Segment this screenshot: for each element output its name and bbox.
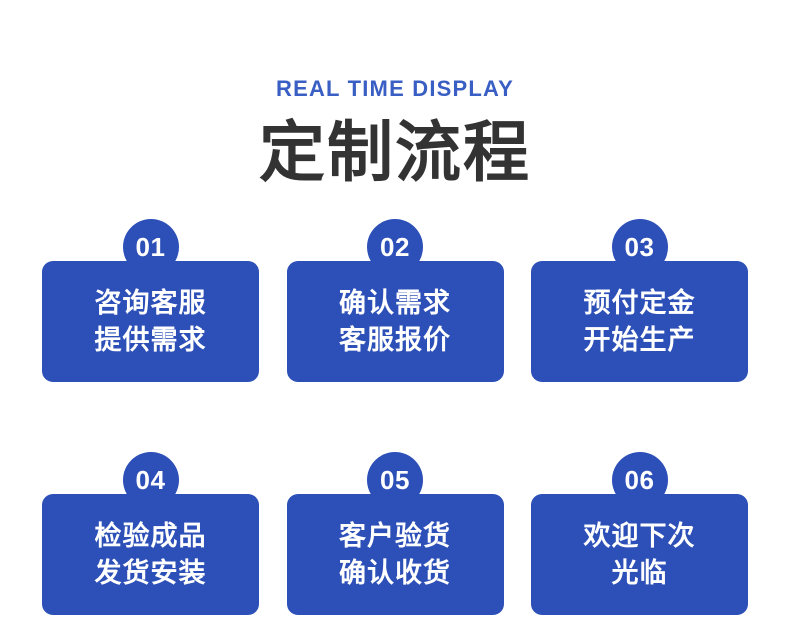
- step-card-body[interactable]: 检验成品 发货安装: [42, 494, 259, 615]
- page-eyebrow: REAL TIME DISPLAY: [276, 76, 514, 101]
- step-text-line-2: 光临: [611, 557, 668, 588]
- step-text-line-1: 咨询客服: [94, 287, 207, 318]
- step-text-line-2: 提供需求: [94, 324, 207, 355]
- steps-row-1: 01 咨询客服 提供需求 02 确认需求 客服报价 03 预付定金 开始生产: [42, 219, 748, 382]
- step-card-body[interactable]: 咨询客服 提供需求: [42, 261, 259, 382]
- step-card-05[interactable]: 05 客户验货 确认收货: [286, 452, 504, 615]
- step-text-line-2: 确认收货: [339, 557, 451, 588]
- step-text-line-1: 客户验货: [339, 520, 451, 551]
- step-card-03[interactable]: 03 预付定金 开始生产: [531, 219, 748, 382]
- step-text-line-1: 确认需求: [339, 287, 451, 318]
- step-number-badge: 06: [611, 452, 668, 508]
- step-number-badge: 04: [122, 452, 179, 508]
- steps-row-2: 04 检验成品 发货安装 05 客户验货 确认收货 06 欢迎下次 光临: [42, 452, 748, 615]
- step-card-06[interactable]: 06 欢迎下次 光临: [531, 452, 748, 615]
- step-text-line-1: 欢迎下次: [583, 520, 696, 551]
- step-text-line-1: 预付定金: [583, 287, 696, 318]
- step-number-badge: 03: [611, 219, 668, 275]
- step-card-02[interactable]: 02 确认需求 客服报价: [286, 219, 504, 382]
- step-card-body[interactable]: 客户验货 确认收货: [286, 494, 504, 615]
- step-text-line-2: 开始生产: [583, 324, 696, 355]
- step-text-line-2: 客服报价: [339, 324, 451, 355]
- step-card-body[interactable]: 预付定金 开始生产: [531, 261, 748, 382]
- step-card-01[interactable]: 01 咨询客服 提供需求: [42, 219, 259, 382]
- step-text-line-1: 检验成品: [94, 520, 207, 551]
- page-header: REAL TIME DISPLAY 定制流程: [0, 0, 790, 188]
- page-title: 定制流程: [259, 115, 531, 189]
- step-card-body[interactable]: 确认需求 客服报价: [286, 261, 504, 382]
- step-card-body[interactable]: 欢迎下次 光临: [531, 494, 748, 615]
- steps-grid: 01 咨询客服 提供需求 02 确认需求 客服报价 03 预付定金 开始生产: [42, 219, 748, 615]
- step-text-line-2: 发货安装: [94, 557, 207, 588]
- step-number-badge: 05: [367, 452, 423, 508]
- step-card-04[interactable]: 04 检验成品 发货安装: [42, 452, 259, 615]
- step-number-badge: 02: [367, 219, 423, 275]
- step-number-badge: 01: [122, 219, 179, 275]
